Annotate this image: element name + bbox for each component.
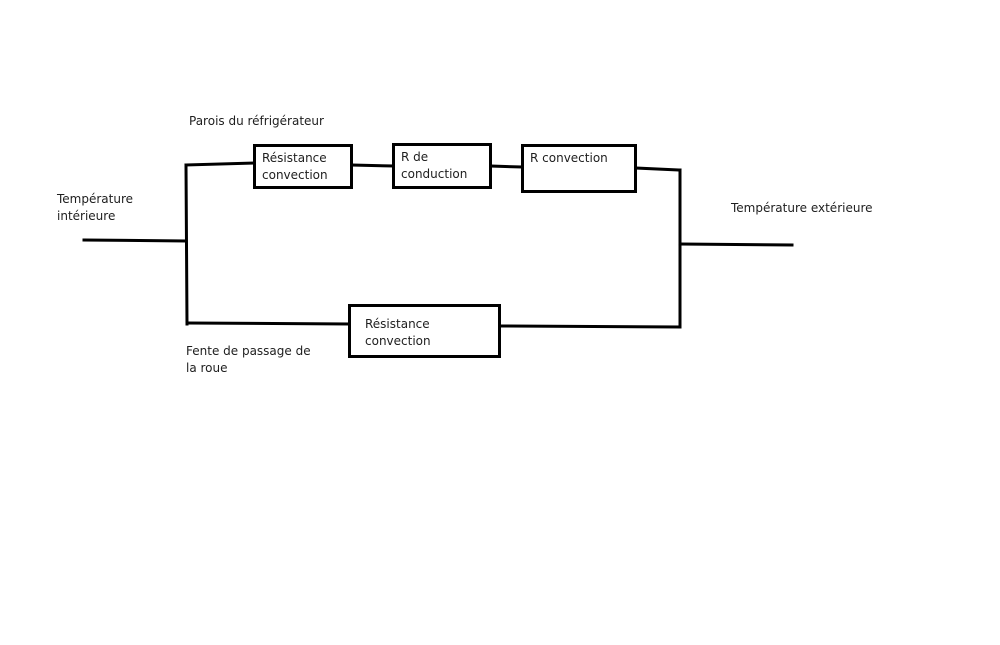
wheel-slot-line2: la roue xyxy=(186,361,228,375)
resistor-convection-inner: Résistance convection xyxy=(253,144,353,189)
upper-wire-2 xyxy=(350,163,395,168)
resistor-label-line1: R de xyxy=(401,150,429,164)
resistor-label-line2: convection xyxy=(365,334,431,348)
resistor-label-line2: conduction xyxy=(401,167,468,181)
outside-temperature-label: Température extérieure xyxy=(731,201,873,215)
resistor-conduction: R de conduction xyxy=(392,143,492,189)
wheel-slot-label: Fente de passage de la roue xyxy=(186,343,311,377)
resistor-label-line1: Résistance xyxy=(262,151,327,165)
left-node-wire xyxy=(184,163,189,326)
inside-temperature-line1: Température xyxy=(57,192,134,206)
inside-temperature-line2: intérieure xyxy=(57,209,116,223)
output-wire xyxy=(678,242,794,247)
upper-wire-1 xyxy=(184,161,256,167)
lower-wire-2 xyxy=(498,324,682,329)
input-wire xyxy=(82,238,188,243)
resistor-convection-outer: R convection xyxy=(521,144,637,193)
resistor-label-line1: Résistance xyxy=(365,317,430,331)
upper-wire-3 xyxy=(489,164,523,169)
inside-temperature-label: Température intérieure xyxy=(57,191,133,225)
lower-wire-1 xyxy=(185,321,351,326)
resistor-label-line2: convection xyxy=(262,168,328,182)
walls-label: Parois du réfrigérateur xyxy=(189,114,324,128)
resistor-convection-slot: Résistance convection xyxy=(348,304,501,358)
resistor-label-line1: R convection xyxy=(530,151,608,165)
wheel-slot-line1: Fente de passage de xyxy=(186,344,311,358)
upper-wire-4 xyxy=(634,166,682,172)
